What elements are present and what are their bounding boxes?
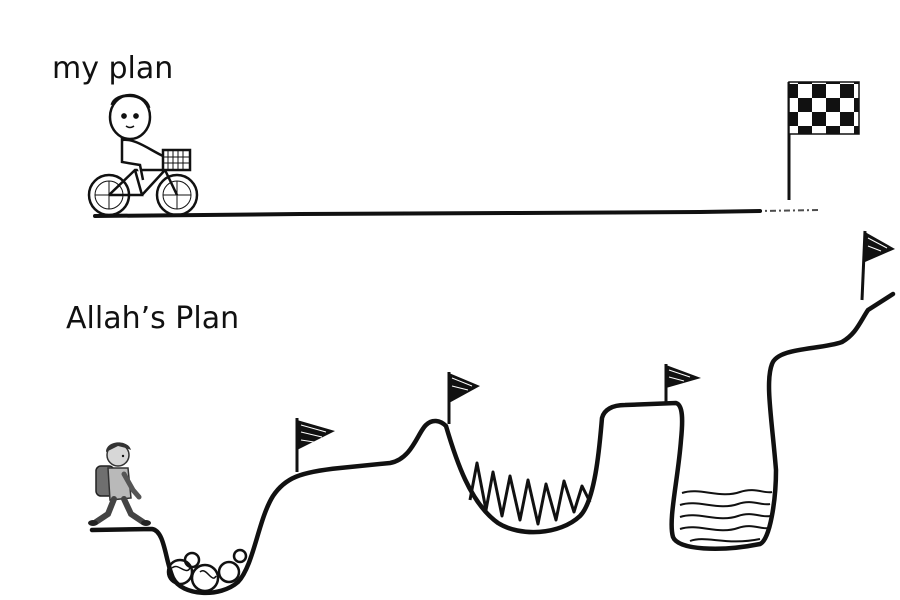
flag-3-icon bbox=[664, 364, 701, 404]
flag-4-icon bbox=[860, 230, 895, 301]
walking-boy-icon bbox=[88, 442, 151, 526]
winding-road bbox=[89, 291, 896, 595]
allahs-plan-label: Allah’s Plan bbox=[66, 301, 240, 336]
bicycle-kid-icon bbox=[87, 93, 199, 217]
rocks-in-pit bbox=[166, 548, 248, 593]
checkered-finish-flag bbox=[787, 81, 860, 200]
flag-2-icon bbox=[447, 372, 480, 424]
water-in-pit bbox=[679, 489, 773, 543]
thorns-in-pit bbox=[468, 461, 592, 526]
my-plan-label: my plan bbox=[52, 51, 174, 86]
straight-road bbox=[93, 209, 821, 218]
flag-1-icon bbox=[295, 418, 335, 472]
